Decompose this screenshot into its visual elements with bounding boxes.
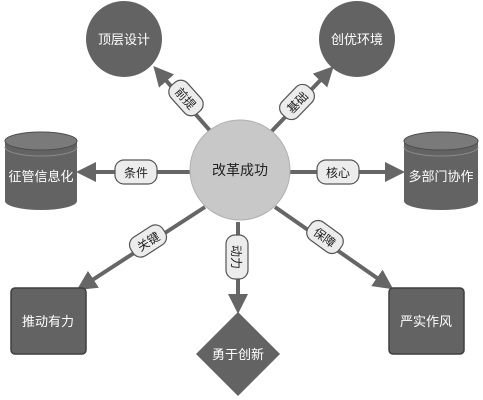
node-innovative-env: 创优环境 — [319, 1, 395, 77]
node-label: 征管信息化 — [8, 169, 73, 185]
node-multi-dept: 多部门协作 — [403, 131, 479, 210]
node-label: 勇于创新 — [212, 347, 264, 363]
node-label: 创优环境 — [331, 33, 383, 48]
center-node: 改革成功 — [189, 119, 291, 221]
edge-tag-info-system: 条件 — [114, 159, 158, 185]
center-label: 改革成功 — [212, 163, 268, 179]
edge-tag-top-design: 前提 — [168, 79, 204, 117]
node-bold-innovation: 勇于创新 — [196, 312, 280, 396]
node-strong-push: 推动有力 — [10, 287, 87, 355]
node-label: 顶层设计 — [98, 33, 150, 48]
node-label: 多部门协作 — [408, 169, 473, 185]
node-label: 严实作风 — [400, 315, 452, 330]
node-label: 推动有力 — [22, 315, 74, 330]
node-strict-work: 严实作风 — [388, 287, 465, 355]
edge-label: 动力 — [229, 245, 243, 269]
node-info-system: 征管信息化 — [4, 131, 78, 210]
edge-label: 条件 — [124, 166, 148, 180]
edge-tag-multi-dept: 核心 — [316, 159, 360, 185]
edge-label: 核心 — [326, 166, 350, 180]
edge-tag-bold-innovation: 动力 — [225, 234, 249, 280]
node-top-design: 顶层设计 — [86, 1, 162, 77]
